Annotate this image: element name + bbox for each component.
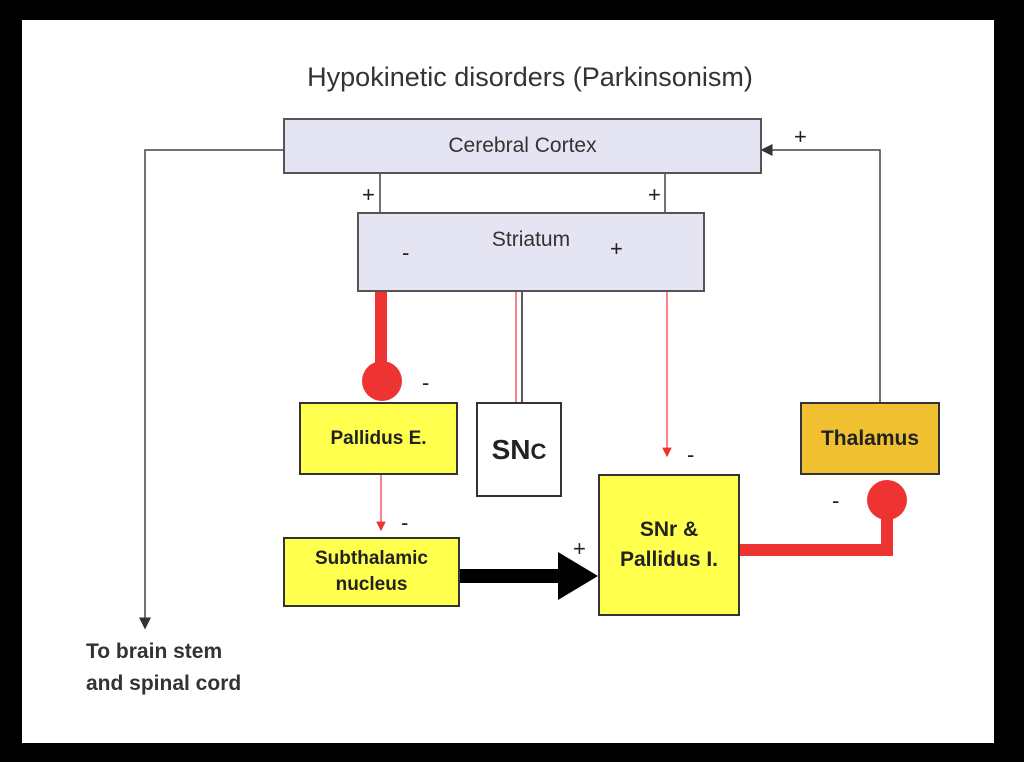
subthalamic-box: Subthalamic nucleus: [283, 537, 460, 607]
striatum-box: Striatum: [357, 212, 705, 292]
brainstem-caption-line1: To brain stem: [86, 640, 223, 663]
pallidus-e-label: Pallidus E.: [330, 427, 427, 449]
sign-striatum-plus: +: [610, 236, 623, 261]
snc-inhibitory-line: [400, 271, 517, 402]
snr-label-line1: SNr &: [639, 518, 699, 541]
cerebral-cortex-label: Cerebral Cortex: [448, 134, 597, 157]
brainstem-caption-line2: and spinal cord: [86, 672, 242, 695]
snr-pallidus-i-box: SNr & Pallidus I.: [598, 474, 740, 616]
brainstem-caption: To brain stem and spinal cord: [86, 636, 241, 700]
sign-cortex-left-plus: +: [362, 182, 375, 207]
cerebral-cortex-box: Cerebral Cortex: [283, 118, 762, 174]
sign-striatum-minus: -: [402, 240, 410, 265]
thalamus-box: Thalamus: [800, 402, 940, 475]
subthalamic-label-line2: nucleus: [335, 574, 408, 595]
thalamus-label: Thalamus: [820, 426, 920, 450]
thalamus-synapse: [867, 480, 907, 520]
snc-box: SNC: [476, 402, 562, 497]
sign-direct-minus: -: [687, 442, 695, 467]
sign-snr-plus: +: [573, 536, 586, 561]
snr-label-line2: Pallidus I.: [619, 548, 719, 571]
sign-thalamus-minus: -: [832, 488, 840, 513]
thalamus-to-cortex-line: [760, 144, 881, 402]
diagram-title: Hypokinetic disorders (Parkinsonism): [307, 62, 753, 92]
snr-to-thalamus-thick: [740, 515, 893, 556]
pallidus-e-box: Pallidus E.: [299, 402, 458, 475]
sign-subthalamic-minus: -: [401, 510, 409, 535]
subthalamic-to-snr-head: [558, 552, 598, 600]
sign-cortex-right-plus: +: [648, 182, 661, 207]
snc-label: SNC: [491, 433, 547, 465]
sign-pallidus-e-minus: -: [422, 370, 430, 395]
pallidus-e-synapse: [362, 361, 402, 401]
sign-thalamus-cortex-plus: +: [794, 124, 807, 149]
striatum-label: Striatum: [491, 228, 571, 251]
cortex-to-brainstem-line: [139, 149, 283, 630]
subthalamic-label-line1: Subthalamic: [315, 548, 428, 569]
